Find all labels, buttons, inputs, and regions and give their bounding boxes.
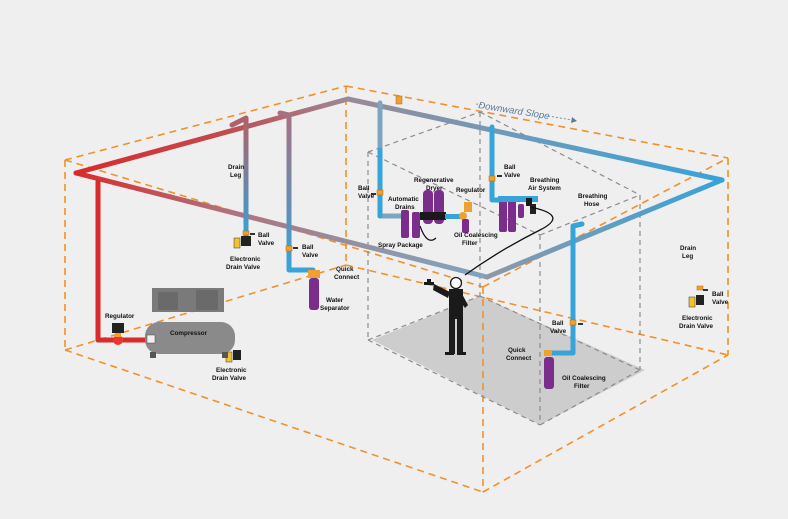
label-ball-valve-mid-1: Ball (302, 244, 314, 251)
label-ball-valve-left-1: Ball (258, 232, 270, 239)
label-ball-valve-right-1: Ball (712, 291, 724, 298)
pipe-fittings (242, 95, 704, 326)
label-automatic-drains-1: Automatic (388, 196, 419, 203)
floor-oil-coalescing-filter (544, 350, 554, 389)
label-regulator-spray: Regulator (456, 187, 486, 194)
piping-network (73, 96, 725, 356)
ball-valves (250, 175, 708, 325)
regulator-compressor (112, 323, 124, 345)
label-ball-valve-mid-2: Valve (302, 252, 319, 259)
label-quick-connect-floor-1: Quick (508, 347, 526, 354)
label-water-separator-2: Separator (320, 305, 350, 312)
label-electronic-drain-comp-2: Drain Valve (212, 375, 246, 382)
electronic-drain-valve-right (688, 295, 704, 308)
label-breathing-hose-1: Breathing (578, 193, 608, 200)
label-ball-valve-left-2: Valve (258, 240, 275, 247)
label-oil-coalescing-floor-1: Oil Coalescing (562, 375, 606, 382)
label-oil-coalescing-top-1: Oil Coalescing (454, 232, 498, 239)
label-breathing-air-2: Air System (528, 185, 561, 192)
label-compressor: Compressor (170, 330, 208, 337)
label-ball-valve-breathing-1: Ball (504, 164, 516, 171)
spray-room-floor (372, 296, 645, 425)
label-ball-valve-floor-2: Valve (550, 328, 567, 335)
label-electronic-drain-left-1: Electronic (230, 256, 261, 263)
label-water-separator-1: Water (326, 297, 344, 304)
label-ball-valve-spray-2: Valve (358, 193, 375, 200)
label-breathing-air-1: Breathing (530, 177, 560, 184)
label-regenerative-dryer-1: Regenerative (414, 177, 454, 184)
spray-package (401, 190, 472, 241)
label-drain-leg-right-2: Leg (682, 253, 693, 260)
label-quick-connect-floor-2: Connect (506, 355, 532, 362)
label-ball-valve-spray-1: Ball (358, 185, 370, 192)
label-ball-valve-floor-1: Ball (552, 320, 564, 327)
label-electronic-drain-right-2: Drain Valve (679, 323, 713, 330)
label-drain-leg-left-1: Drain (228, 164, 244, 171)
breathing-hose (464, 206, 554, 276)
water-separator (308, 270, 320, 310)
electronic-drain-valve-left (233, 236, 251, 249)
label-regulator-left: Regulator (105, 313, 135, 320)
label-ball-valve-breathing-2: Valve (504, 172, 521, 179)
label-quick-connect-2: Connect (334, 274, 360, 281)
label-quick-connect-1: Quick (336, 266, 354, 273)
breathing-air-system (498, 196, 538, 232)
label-oil-coalescing-top-2: Filter (462, 240, 478, 247)
label-drain-leg-right-1: Drain (680, 245, 696, 252)
downward-slope-label: Downward Slope (478, 100, 551, 122)
label-ball-valve-right-2: Valve (712, 299, 729, 306)
worker-silhouette (424, 276, 468, 355)
label-automatic-drains-2: Drains (395, 204, 415, 211)
label-regenerative-dryer-2: Dryer (426, 185, 443, 192)
callout-labels: Drain Leg Ball Valve Electronic Drain Va… (105, 164, 729, 390)
label-drain-leg-left-2: Leg (230, 172, 241, 179)
label-electronic-drain-left-2: Drain Valve (226, 264, 260, 271)
label-electronic-drain-right-1: Electronic (682, 315, 713, 322)
compressor (145, 288, 235, 358)
label-electronic-drain-comp-1: Electronic (216, 367, 247, 374)
label-spray-package: Spray Package (378, 242, 423, 249)
label-oil-coalescing-floor-2: Filter (574, 383, 590, 390)
label-breathing-hose-2: Hose (584, 201, 600, 208)
